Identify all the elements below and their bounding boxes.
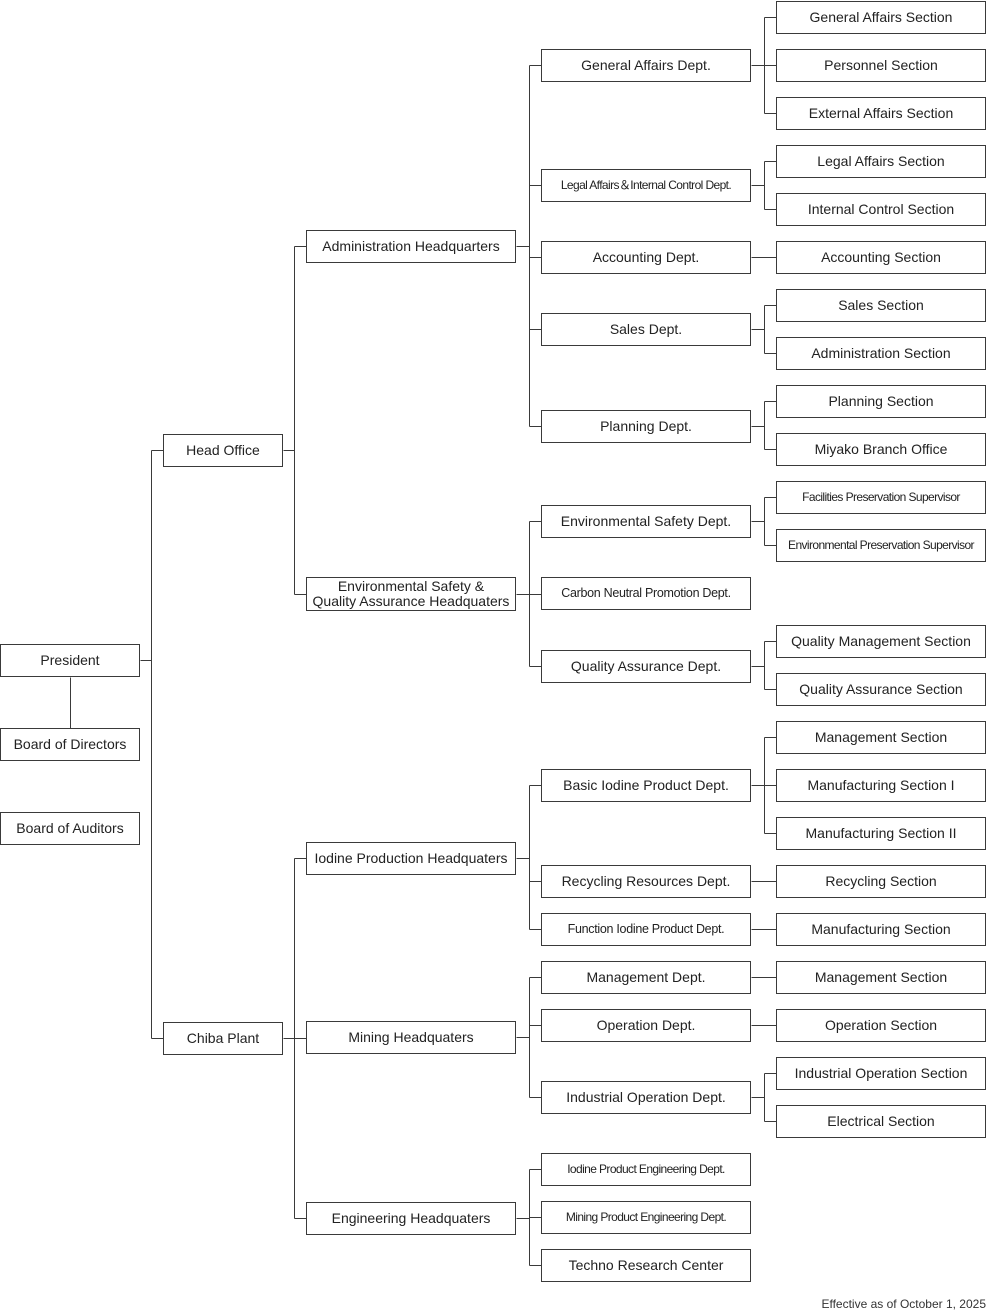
manufacturing-section-box: Manufacturing Section [776,913,986,946]
industrial-operation-dept-box: Industrial Operation Dept. [541,1081,751,1114]
quality-assurance-dept-box: Quality Assurance Dept. [541,650,751,683]
administration-headquarters-box: Administration Headquarters [306,230,516,263]
function-iodine-dept-box: Function Iodine Product Dept. [541,913,751,946]
iodine-production-headquarters-box: Iodine Production Headquaters [306,842,516,875]
operation-section-box: Operation Section [776,1009,986,1042]
external-affairs-section-box: External Affairs Section [776,97,986,130]
management-section-2-box: Management Section [776,961,986,994]
management-dept-box: Management Dept. [541,961,751,994]
industrial-operation-section-box: Industrial Operation Section [776,1057,986,1090]
head-office-box: Head Office [163,434,283,467]
basic-iodine-dept-box: Basic Iodine Product Dept. [541,769,751,802]
manufacturing-section-2-box: Manufacturing Section II [776,817,986,850]
techno-research-center-box: Techno Research Center [541,1249,751,1282]
president-box: President [0,644,140,677]
administration-section-box: Administration Section [776,337,986,370]
quality-management-section-box: Quality Management Section [776,625,986,658]
engineering-headquarters-box: Engineering Headquaters [306,1202,516,1235]
board-of-directors-box: Board of Directors [0,728,140,761]
environmental-safety-dept-box: Environmental Safety Dept. [541,505,751,538]
carbon-neutral-dept-box: Carbon Neutral Promotion Dept. [541,577,751,610]
env-safety-qa-headquarters-box: Environmental Safety & Quality Assurance… [306,577,516,611]
sales-dept-box: Sales Dept. [541,313,751,346]
board-of-auditors-box: Board of Auditors [0,812,140,845]
quality-assurance-section-box: Quality Assurance Section [776,673,986,706]
mining-headquarters-box: Mining Headquaters [306,1021,516,1054]
sales-section-box: Sales Section [776,289,986,322]
legal-affairs-section-box: Legal Affairs Section [776,145,986,178]
management-section-1-box: Management Section [776,721,986,754]
miyako-branch-office-box: Miyako Branch Office [776,433,986,466]
general-affairs-section-box: General Affairs Section [776,1,986,34]
general-affairs-dept-box: General Affairs Dept. [541,49,751,82]
facilities-preservation-supervisor-box: Facilities Preservation Supervisor [776,481,986,514]
electrical-section-box: Electrical Section [776,1105,986,1138]
environmental-preservation-supervisor-box: Environmental Preservation Supervisor [776,529,986,562]
effective-date-note: Effective as of October 1, 2025 [821,1297,986,1311]
legal-internal-control-dept-box: Legal Affairs＆Internal Control Dept. [541,169,751,202]
planning-dept-box: Planning Dept. [541,410,751,443]
personnel-section-box: Personnel Section [776,49,986,82]
accounting-dept-box: Accounting Dept. [541,241,751,274]
accounting-section-box: Accounting Section [776,241,986,274]
recycling-section-box: Recycling Section [776,865,986,898]
chiba-plant-box: Chiba Plant [163,1022,283,1055]
iodine-product-engineering-dept-box: Iodine Product Engineering Dept. [541,1153,751,1186]
internal-control-section-box: Internal Control Section [776,193,986,226]
mining-product-engineering-dept-box: Mining Product Engineering Dept. [541,1201,751,1234]
recycling-resources-dept-box: Recycling Resources Dept. [541,865,751,898]
manufacturing-section-1-box: Manufacturing Section I [776,769,986,802]
operation-dept-box: Operation Dept. [541,1009,751,1042]
planning-section-box: Planning Section [776,385,986,418]
